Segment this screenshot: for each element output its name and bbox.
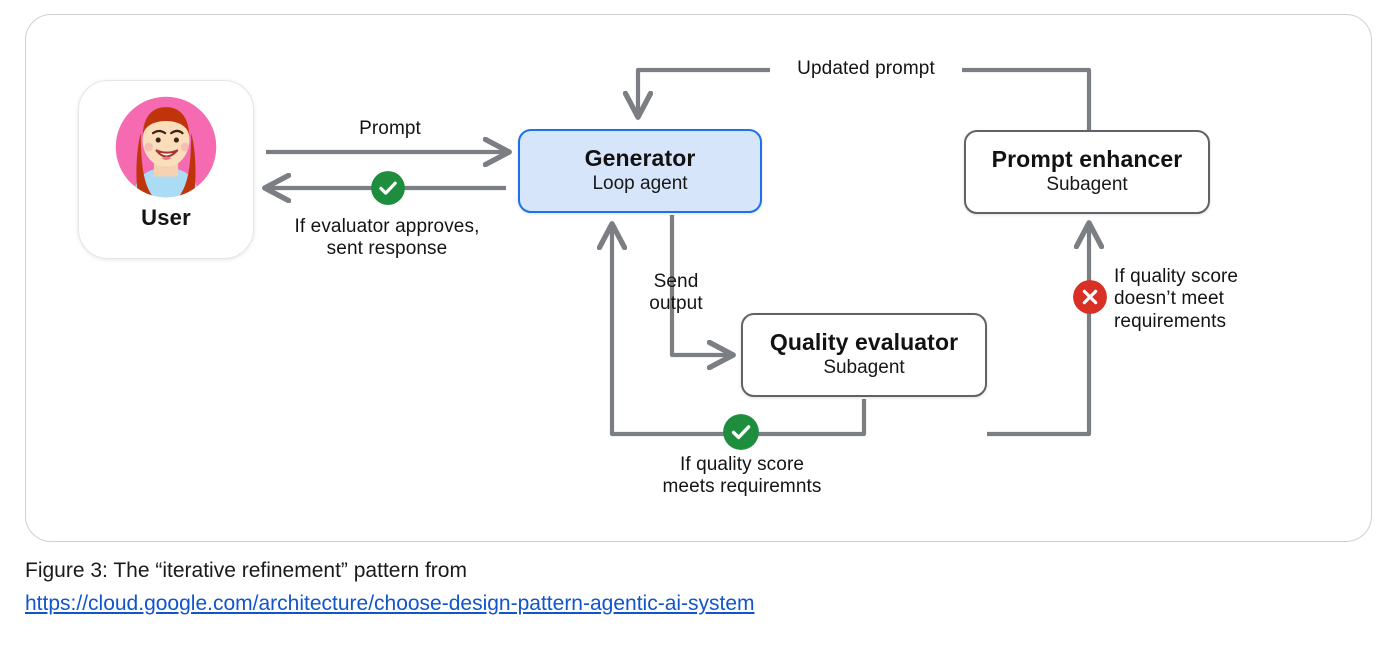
node-generator-subtitle: Loop agent	[592, 172, 688, 194]
node-generator[interactable]: Generator Loop agent	[518, 129, 762, 213]
node-generator-title: Generator	[584, 145, 696, 172]
edge-label-prompt: Prompt	[359, 118, 421, 139]
x-circle-icon	[1073, 280, 1107, 314]
edge-label-send-output: Send output	[649, 271, 703, 315]
figure-caption-text: Figure 3: The “iterative refinement” pat…	[25, 559, 467, 582]
edge-not-meet	[987, 226, 1089, 437]
check-circle-icon	[723, 414, 759, 450]
user-node[interactable]: User	[78, 80, 254, 259]
check-circle-icon	[371, 171, 405, 205]
edge-label-updated-prompt: Updated prompt	[770, 58, 962, 81]
node-quality-evaluator-subtitle: Subagent	[823, 356, 905, 378]
edge-send-output	[669, 215, 730, 355]
node-prompt-enhancer-subtitle: Subagent	[1046, 173, 1128, 195]
figure-caption-link[interactable]: https://cloud.google.com/architecture/ch…	[25, 591, 755, 615]
user-label: User	[141, 205, 191, 230]
node-prompt-enhancer-title: Prompt enhancer	[991, 146, 1183, 173]
edge-label-meets: If quality score meets requiremnts	[662, 454, 822, 498]
node-quality-evaluator-title: Quality evaluator	[769, 329, 959, 356]
node-prompt-enhancer[interactable]: Prompt enhancer Subagent	[964, 130, 1210, 214]
figure-caption: Figure 3: The “iterative refinement” pat…	[25, 556, 1365, 619]
edge-label-not-meet: If quality score doesn’t meet requiremen…	[1114, 266, 1239, 332]
user-avatar-illustration	[115, 96, 217, 198]
node-quality-evaluator[interactable]: Quality evaluator Subagent	[741, 313, 987, 397]
edge-label-approve: If evaluator approves, sent response	[294, 216, 480, 260]
